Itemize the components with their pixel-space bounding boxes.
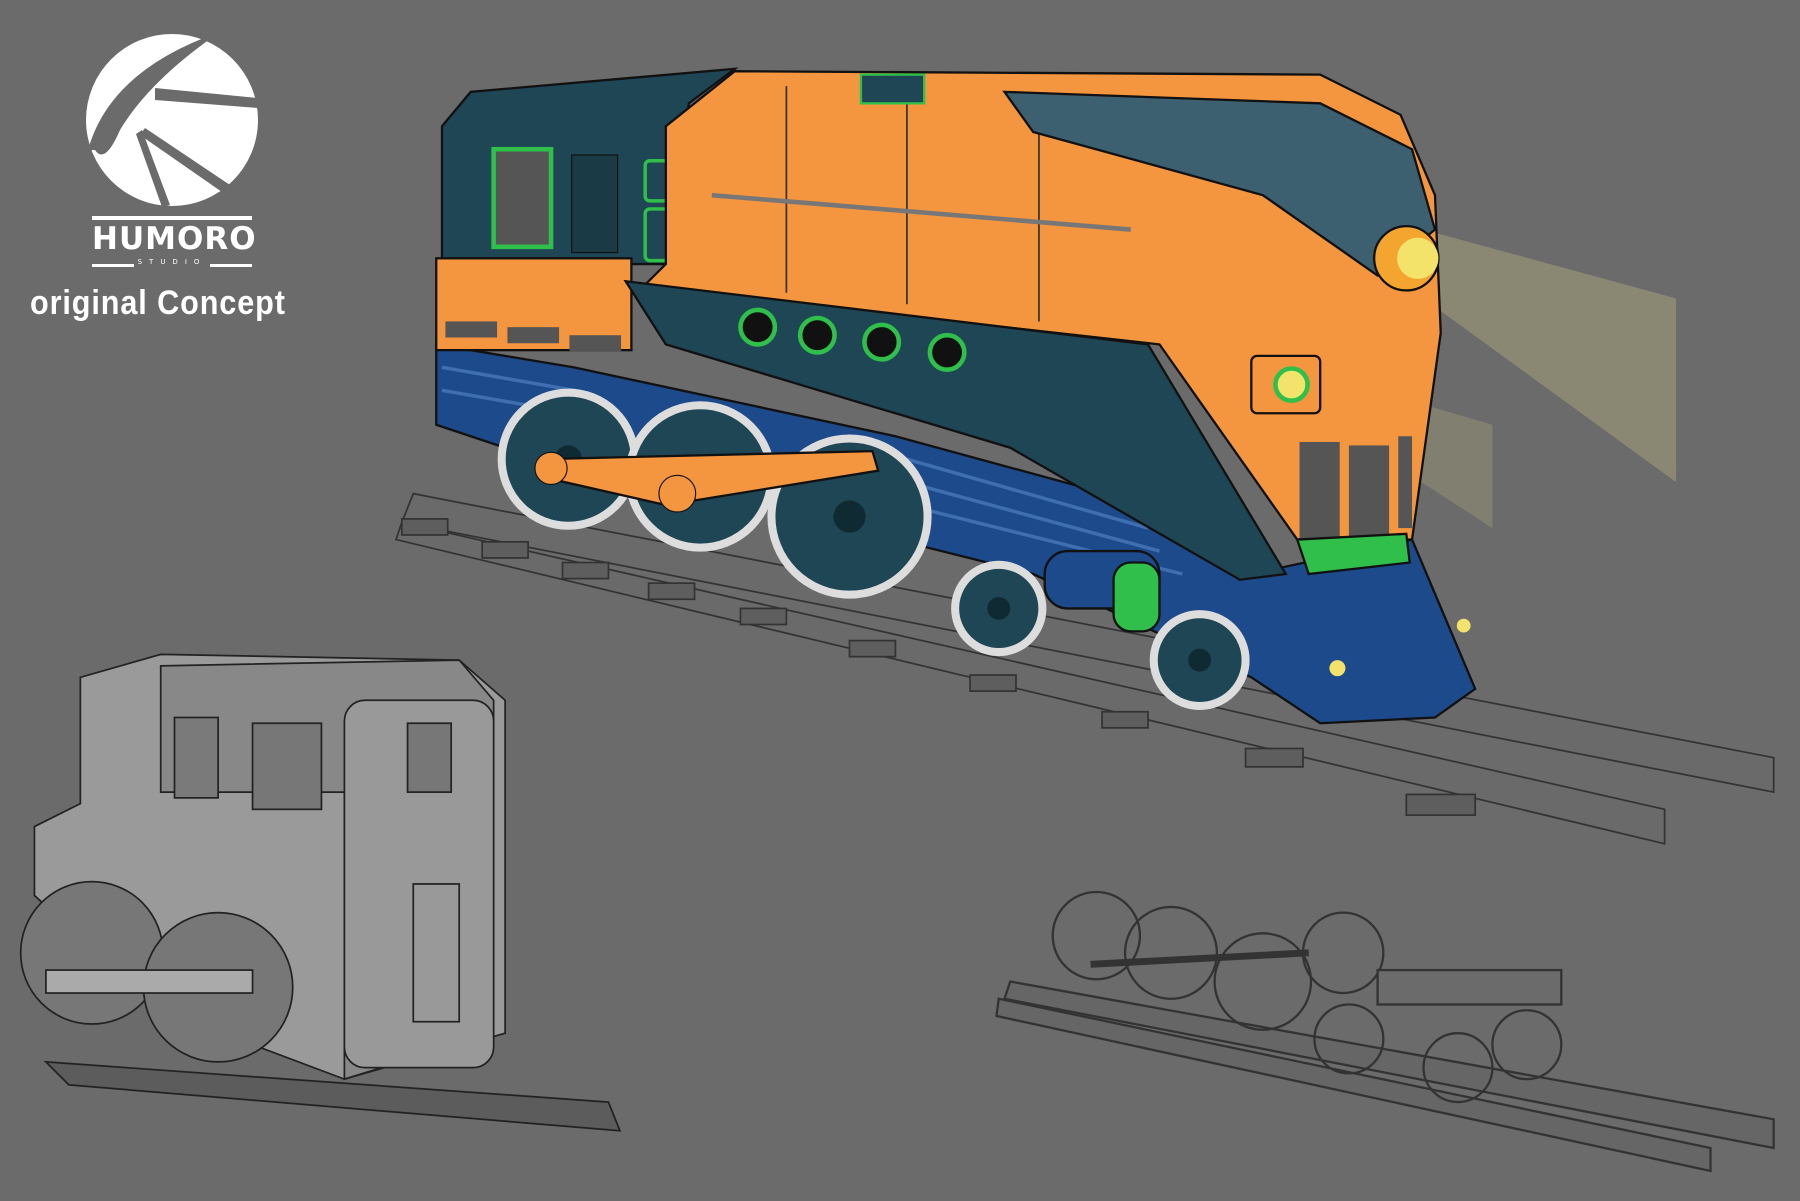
gray-locomotive-sketch <box>19 653 622 1132</box>
portholes <box>738 307 967 372</box>
logo-subtext: STUDIO <box>137 258 207 266</box>
humoro-logo <box>86 32 258 267</box>
caption: original Concept <box>30 284 286 322</box>
main-locomotive <box>394 67 1775 845</box>
wheel-arrangement-sketch <box>995 890 1775 1173</box>
logo-brand-text: HUMORO <box>92 221 257 257</box>
